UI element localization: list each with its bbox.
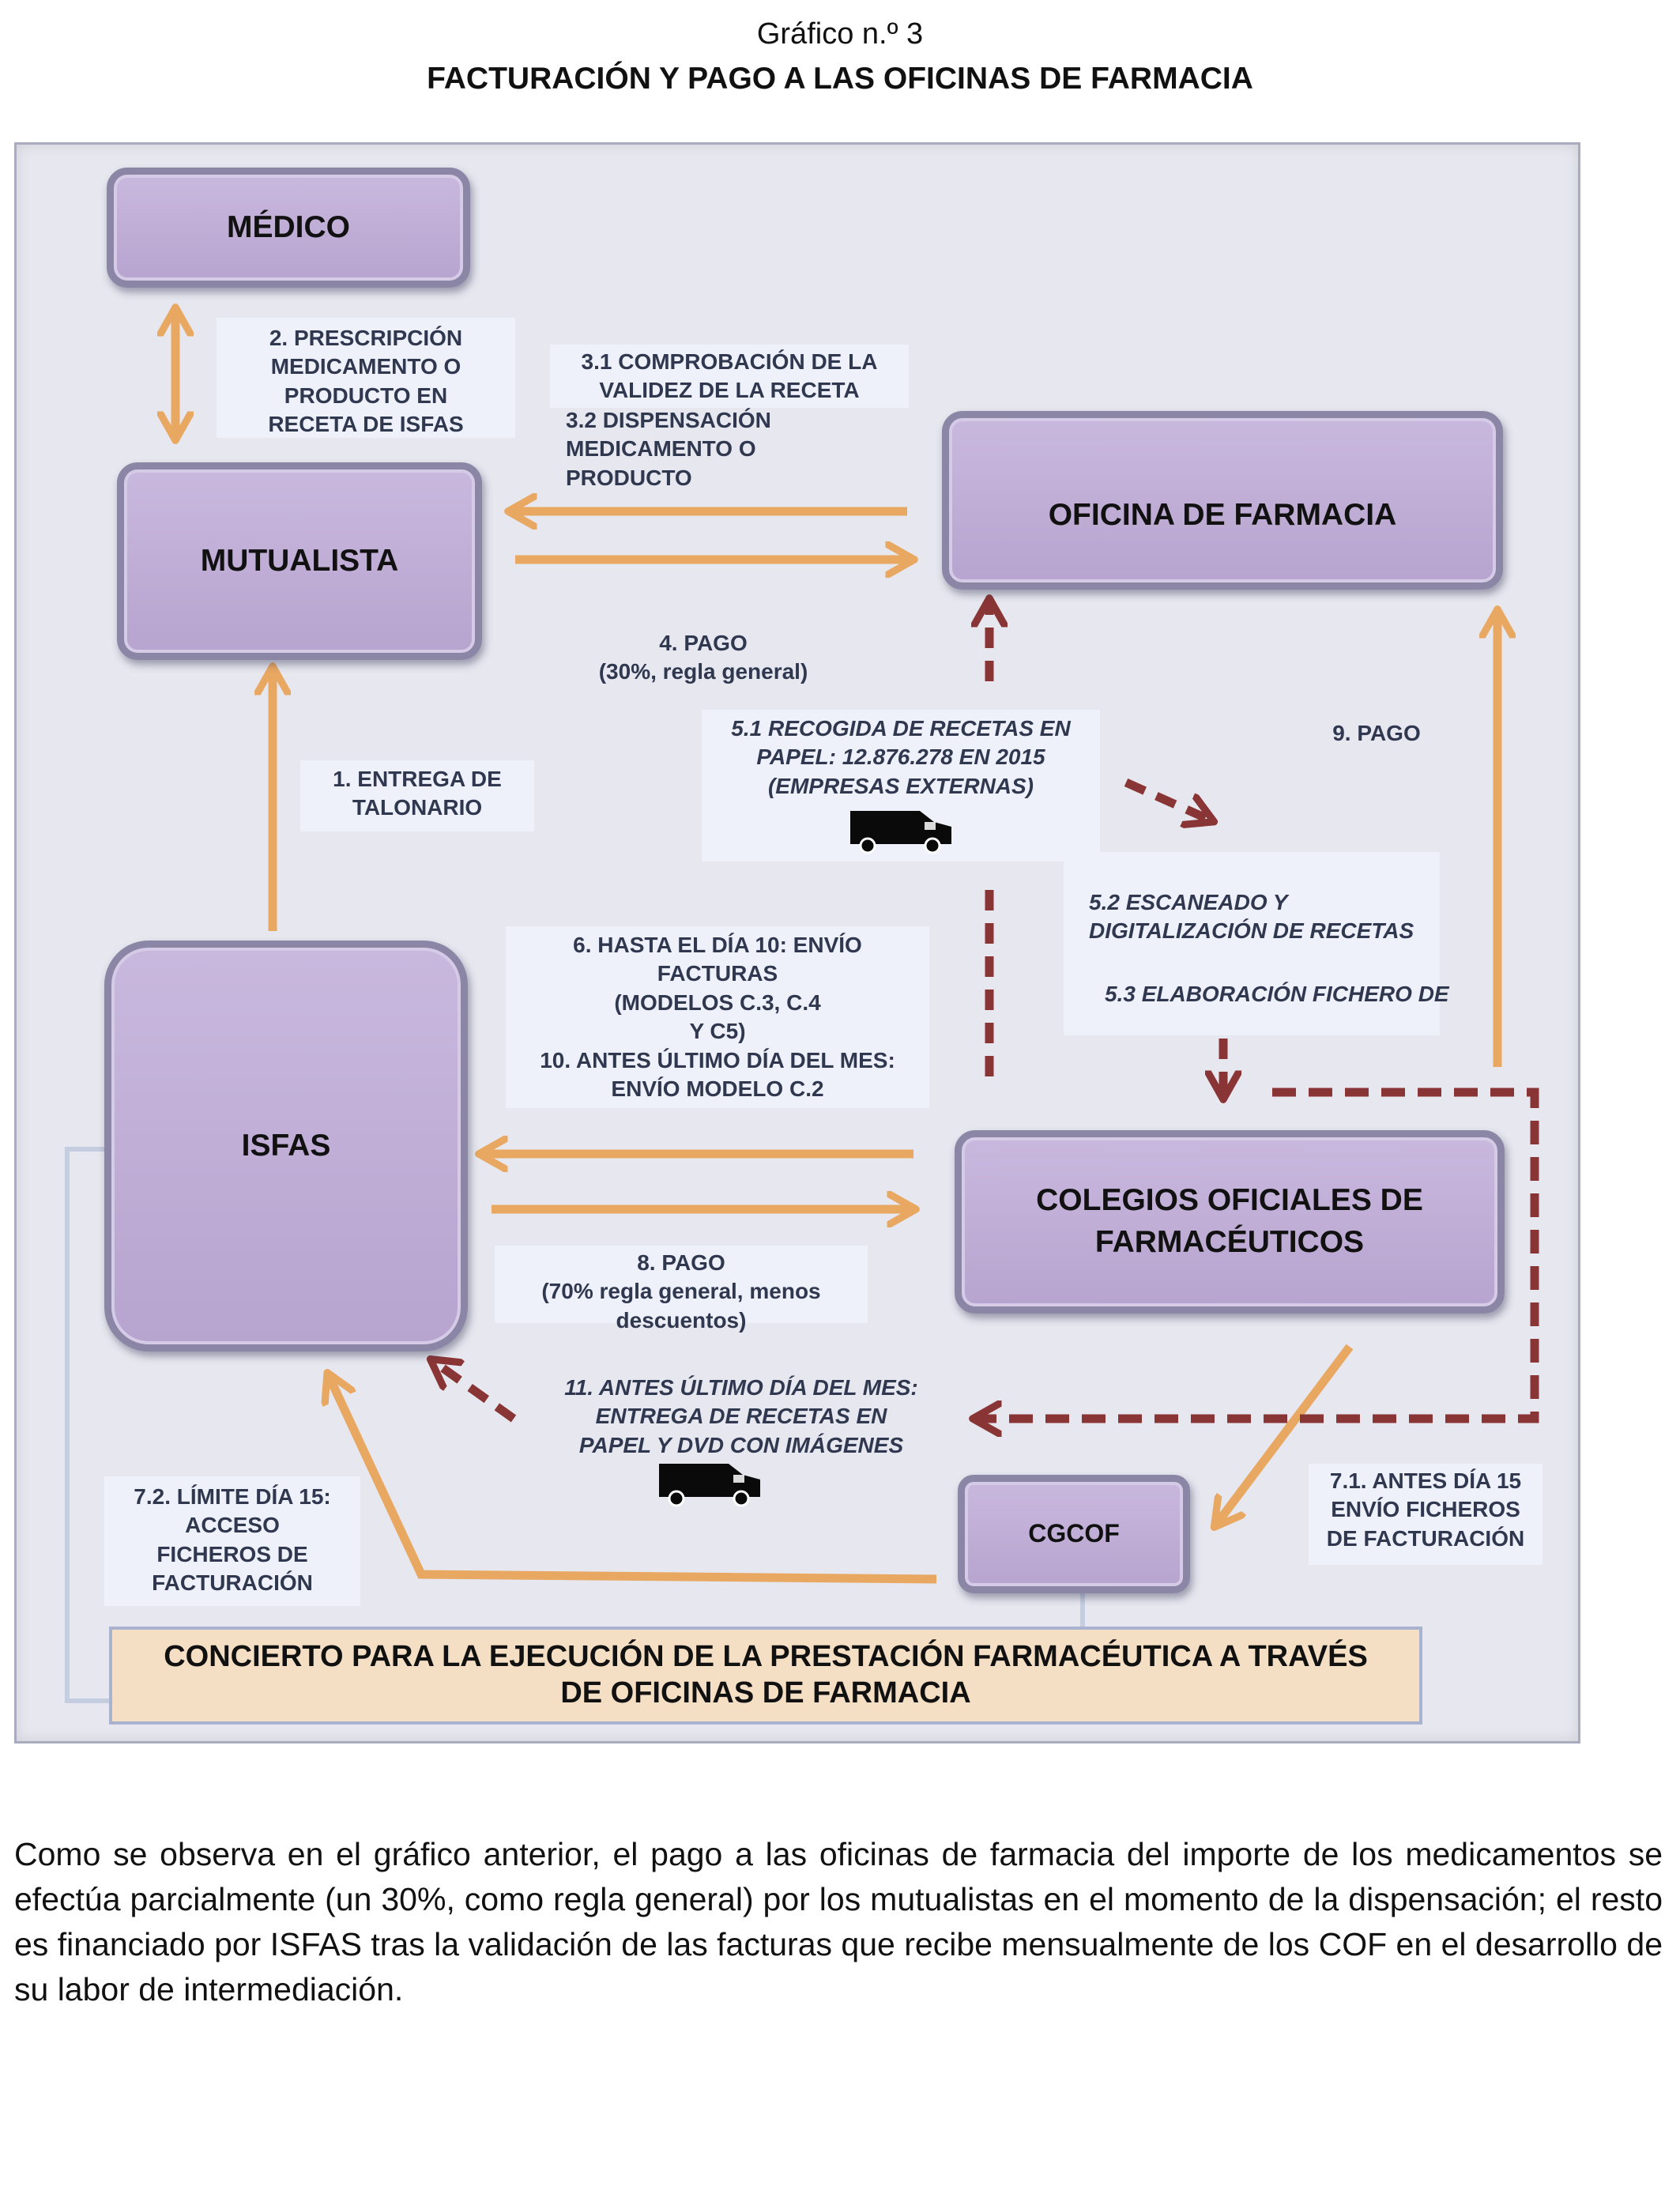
concierto-link-left bbox=[65, 1147, 109, 1703]
label-step-5-2: 5.2 ESCANEADO Y DIGITALIZACIÓN DE RECETA… bbox=[1064, 852, 1440, 1035]
label-step-6-10: 6. HASTA EL DÍA 10: ENVÍO FACTURAS (MODE… bbox=[506, 926, 929, 1108]
body-paragraph: Como se observa en el gráfico anterior, … bbox=[14, 1836, 1663, 2007]
node-mutualista: MUTUALISTA bbox=[117, 462, 482, 660]
label-step-7-1: 7.1. ANTES DÍA 15 ENVÍO FICHEROS DE FACT… bbox=[1309, 1464, 1543, 1565]
label-step-7-2: 7.2. LÍMITE DÍA 15: ACCESO FICHEROS DE F… bbox=[104, 1476, 360, 1606]
label-step-3-2: 3.2 DISPENSACIÓN MEDICAMENTO O PRODUCTO bbox=[566, 408, 771, 490]
label-step-5-3: 5.3 ELABORACIÓN FICHERO DE bbox=[1105, 982, 1449, 1006]
node-cgcof: CGCOF bbox=[958, 1475, 1190, 1593]
label-step-2: 2. PRESCRIPCIÓN MEDICAMENTO O PRODUCTO E… bbox=[217, 318, 515, 438]
dashed-arrow-to-escaneado bbox=[1124, 778, 1207, 819]
label-step-8: 8. PAGO (70% regla general, menos descue… bbox=[495, 1246, 868, 1333]
label-step-11: 11. ANTES ÚLTIMO DÍA DEL MES: ENTREGA DE… bbox=[564, 1375, 918, 1457]
node-isfas: ISFAS bbox=[104, 941, 468, 1351]
van-icon bbox=[659, 1464, 760, 1507]
figure-title: FACTURACIÓN Y PAGO A LAS OFICINAS DE FAR… bbox=[427, 62, 1253, 96]
arrow-colegios-to-cgcof bbox=[1219, 1344, 1354, 1521]
label-step-1: 1. ENTREGA DE TALONARIO bbox=[300, 760, 534, 831]
concierto-banner: CONCIERTO PARA LA EJECUCIÓN DE LA PRESTA… bbox=[109, 1627, 1422, 1725]
van-icon bbox=[850, 811, 951, 854]
label-step-3-1: 3.1 COMPROBACIÓN DE LA VALIDEZ DE LA REC… bbox=[550, 345, 909, 408]
arrow-cgcof-to-isfas bbox=[330, 1379, 937, 1584]
node-colegios: COLEGIOS OFICIALES DE FARMACÉUTICOS bbox=[955, 1130, 1505, 1314]
dashed-loop-right bbox=[980, 1088, 1539, 1419]
dashed-arrow-to-isfas bbox=[436, 1363, 517, 1423]
label-step-9: 9. PAGO bbox=[1332, 721, 1421, 745]
node-oficina-farmacia: OFICINA DE FARMACIA bbox=[942, 411, 1503, 590]
node-medico: MÉDICO bbox=[107, 168, 470, 288]
label-step-4: 4. PAGO (30%, regla general) bbox=[598, 631, 808, 684]
figure-number: Gráfico n.º 3 bbox=[756, 17, 924, 51]
